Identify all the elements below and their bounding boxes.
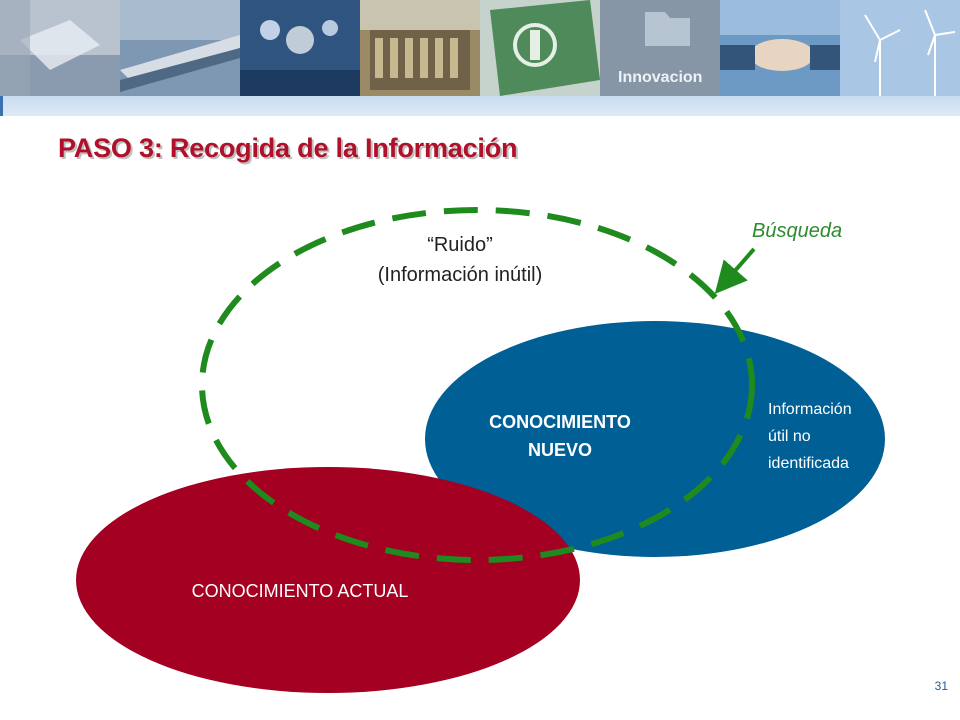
airplane-wing-icon: [120, 0, 240, 96]
city-lights-icon: [240, 0, 360, 96]
conocimiento-actual-label: CONOCIMIENTO ACTUAL: [191, 581, 409, 601]
informacion-util-label: Información útil no identificada: [768, 396, 878, 477]
banner-tile-building: [360, 0, 480, 96]
handshake-icon: [720, 0, 840, 96]
banner-tile-airplane: [120, 0, 240, 96]
banner-tile-logo: [480, 0, 600, 96]
banner-strip: [0, 96, 960, 116]
office-desk-icon: [0, 0, 120, 96]
folder-icon: Innovacion: [600, 0, 720, 96]
ruido-label: “Ruido” (Información inútil): [310, 230, 610, 290]
slide-title: PASO 3: Recogida de la Información: [58, 133, 518, 163]
busqueda-arrow: [714, 247, 756, 295]
ruido-line-1: “Ruido”: [427, 234, 493, 256]
informacion-util-line-2: útil no: [768, 428, 811, 445]
busqueda-label: Búsqueda: [752, 220, 843, 242]
banner-tile-folder: Innovacion: [600, 0, 720, 96]
banner-accent-mark: [0, 96, 3, 116]
header-banner: Innovacion: [0, 0, 960, 96]
building-facade-icon: [360, 0, 480, 96]
innovacion-label: Innovacion: [618, 69, 702, 86]
regional-logo-icon: [480, 0, 600, 96]
banner-tile-wind: [840, 0, 960, 96]
conocimiento-nuevo-line-1: CONOCIMIENTO: [489, 412, 631, 432]
conocimiento-nuevo-label: CONOCIMIENTO NUEVO: [440, 408, 680, 464]
banner-tile-handshake: [720, 0, 840, 96]
informacion-util-line-1: Información: [768, 401, 852, 418]
conocimiento-actual-ellipse: [76, 467, 580, 693]
ruido-line-2: (Información inútil): [377, 264, 543, 286]
page-number: 31: [934, 679, 948, 693]
conocimiento-nuevo-line-2: NUEVO: [527, 440, 592, 460]
busqueda-dashed-ellipse: [199, 207, 755, 563]
conocimiento-nuevo-ellipse: [425, 321, 885, 557]
banner-tile-office: [0, 0, 120, 96]
banner-tile-city-lights: [240, 0, 360, 96]
wind-turbines-icon: [840, 0, 960, 96]
informacion-util-line-3: identificada: [768, 455, 849, 472]
